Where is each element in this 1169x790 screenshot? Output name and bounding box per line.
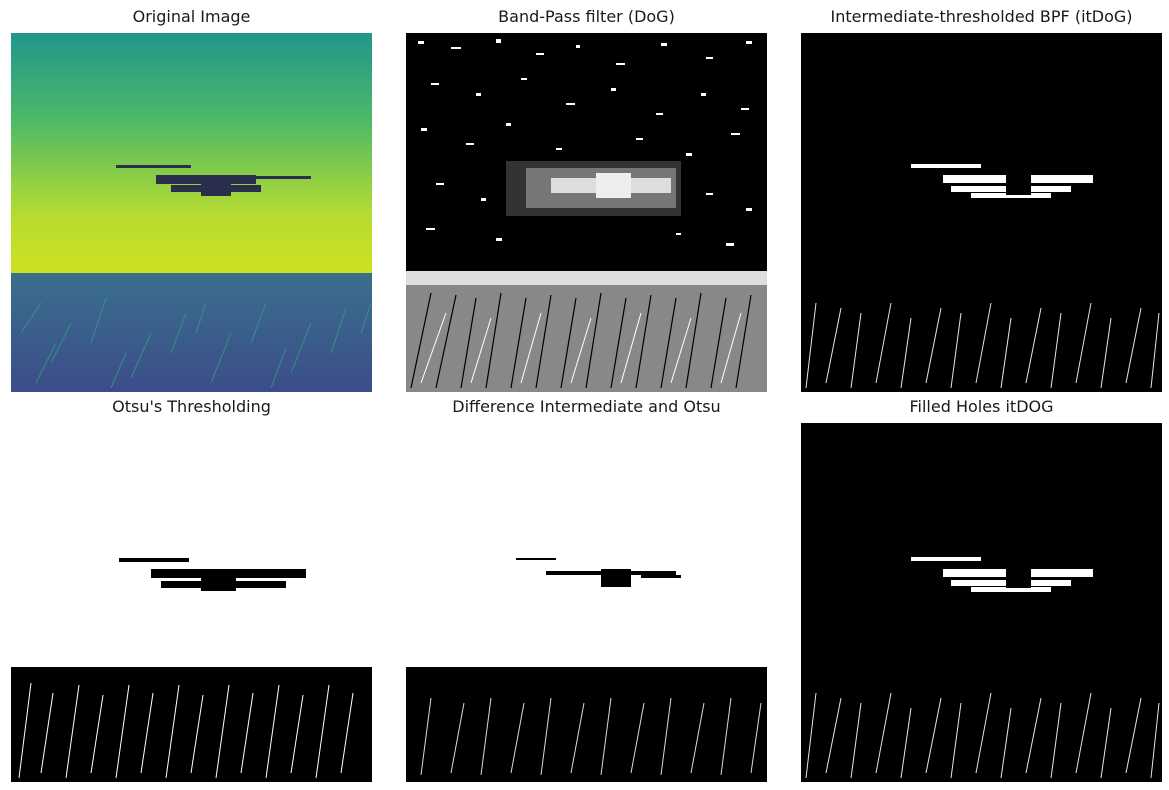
dog-image [406, 33, 767, 392]
panel-title: Intermediate-thresholded BPF (itDoG) [830, 7, 1133, 26]
panel-title: Original Image [132, 7, 251, 26]
panel-title: Filled Holes itDOG [909, 397, 1054, 416]
difference-image [406, 423, 767, 782]
filled-holes-image [801, 423, 1162, 782]
itdog-image [801, 33, 1162, 392]
panel-title: Difference Intermediate and Otsu [452, 397, 721, 416]
panel-title: Band-Pass filter (DoG) [498, 7, 675, 26]
otsu-image [11, 423, 372, 782]
original-image [11, 33, 372, 392]
panel-title: Otsu's Thresholding [112, 397, 271, 416]
